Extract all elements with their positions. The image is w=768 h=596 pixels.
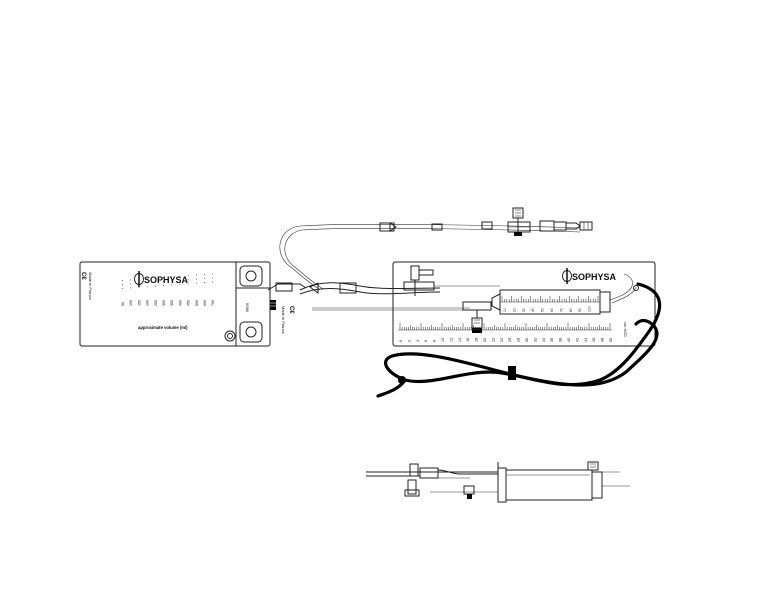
- volume-mark-label: 500: [195, 300, 199, 306]
- ruler-number: 6: [424, 340, 428, 342]
- bag-made-in: Made in France: [88, 272, 93, 301]
- ruler-number: 8: [433, 340, 437, 342]
- chamber-mark-label: 80: [569, 308, 573, 312]
- drain-valve-icon: [224, 330, 236, 342]
- ruler-number: 18: [475, 338, 479, 342]
- chamber-mark-label: 100: [588, 306, 592, 312]
- lower-stopcock-icon: [462, 301, 492, 333]
- ruler-number: 42: [575, 338, 579, 342]
- cord-knot: [398, 376, 406, 384]
- volume-marks: 50 100 150 200 250 300 350 400 450 500 600 700: [121, 273, 215, 306]
- tube-connector: [431, 223, 443, 231]
- ruler-number: 0: [399, 340, 403, 342]
- ruler-number: 34: [542, 338, 546, 342]
- ruler-number: 28: [517, 338, 521, 342]
- volume-mark-label: 450: [187, 300, 191, 306]
- chamber-mark-label: 60: [550, 308, 554, 312]
- ruler-number: 38: [559, 338, 563, 342]
- upper-stopcock-icon: [507, 207, 531, 236]
- chamber-mark-label: 90: [578, 308, 582, 312]
- scale-unit-label: cm H2O: [623, 322, 628, 337]
- chamber-ticks: 10 20 30 40 50 60 70 80 90 100: [501, 296, 599, 312]
- bag-connector-tubing: [267, 282, 470, 311]
- panel-top-tubing: [609, 273, 639, 304]
- ruler-number: 46: [592, 338, 596, 342]
- panel-brand: SOPHYSA: [572, 272, 617, 282]
- bag-small-text: 0086: [245, 303, 250, 313]
- tube-connector: [481, 221, 493, 230]
- volume-mark-label: 350: [170, 300, 174, 306]
- ruler-number: 50: [609, 338, 613, 342]
- ruler-number: 30: [525, 338, 529, 342]
- volume-mark-label: 50: [121, 302, 125, 306]
- hanger-hole: [239, 321, 263, 343]
- ruler-number: 32: [533, 338, 537, 342]
- ruler-number: 10: [441, 338, 445, 342]
- ruler-number: 2: [407, 340, 411, 342]
- chamber-mark-label: 20: [512, 308, 516, 312]
- ruler-number: 24: [500, 338, 504, 342]
- middle-stopcock-icon: [403, 265, 500, 296]
- chamber-mark-label: 70: [559, 308, 563, 312]
- clamp-icon: [270, 300, 276, 310]
- ruler-number: 20: [483, 338, 487, 342]
- tube-connector: [379, 222, 395, 232]
- ruler-ticks: [399, 323, 611, 330]
- ruler-number: 40: [567, 338, 571, 342]
- volume-mark-label: 200: [146, 300, 150, 306]
- ruler-number: 4: [416, 340, 420, 342]
- volume-mark-label: 400: [178, 300, 182, 306]
- chamber-mark-label: 30: [522, 308, 526, 312]
- hanging-cord: [376, 282, 662, 398]
- ruler-number: 26: [508, 338, 512, 342]
- chamber-mark-label: 40: [531, 308, 535, 312]
- volume-label: approximate volume (ml): [138, 325, 188, 330]
- volume-mark-label: 150: [137, 300, 141, 306]
- panel-logo: SOPHYSA: [562, 268, 617, 284]
- volume-mark-label: 100: [129, 300, 133, 306]
- volume-mark-label: 600: [203, 300, 207, 306]
- bag-brand: SOPHYSA: [144, 275, 189, 285]
- ruler-number: 22: [491, 338, 495, 342]
- mid-ce-mark: C€: [288, 306, 294, 314]
- volume-mark-label: 250: [154, 300, 158, 306]
- sophysa-logo: SOPHYSA: [134, 271, 189, 287]
- mid-made-in: Made in France: [281, 306, 286, 335]
- ruler-number: 44: [584, 338, 588, 342]
- volume-mark-label: 300: [162, 300, 166, 306]
- ruler-number: 16: [466, 338, 470, 342]
- ruler-number: 36: [550, 338, 554, 342]
- drainage-bag: 0086 SOPHYSA Made in France C€ approxima…: [79, 261, 271, 347]
- volume-mark-label: 700: [211, 300, 215, 306]
- cord-clip: [508, 366, 516, 380]
- chamber-mark-label: 50: [541, 308, 545, 312]
- luer-cap-icon: [539, 220, 593, 232]
- bag-ce-mark: C€: [80, 272, 86, 280]
- side-view: [366, 461, 630, 503]
- ruler-number: 48: [601, 338, 605, 342]
- collection-chamber: 10 20 30 40 50 60 70 80 90 100: [491, 289, 611, 315]
- middle-labels: Made in France C€: [270, 300, 294, 335]
- hanger-hole: [239, 265, 263, 287]
- ruler-number: 14: [458, 338, 462, 342]
- ruler-number: 12: [449, 338, 453, 342]
- upper-tubing-loop: [279, 221, 581, 291]
- chamber-mark-label: 10: [503, 308, 507, 312]
